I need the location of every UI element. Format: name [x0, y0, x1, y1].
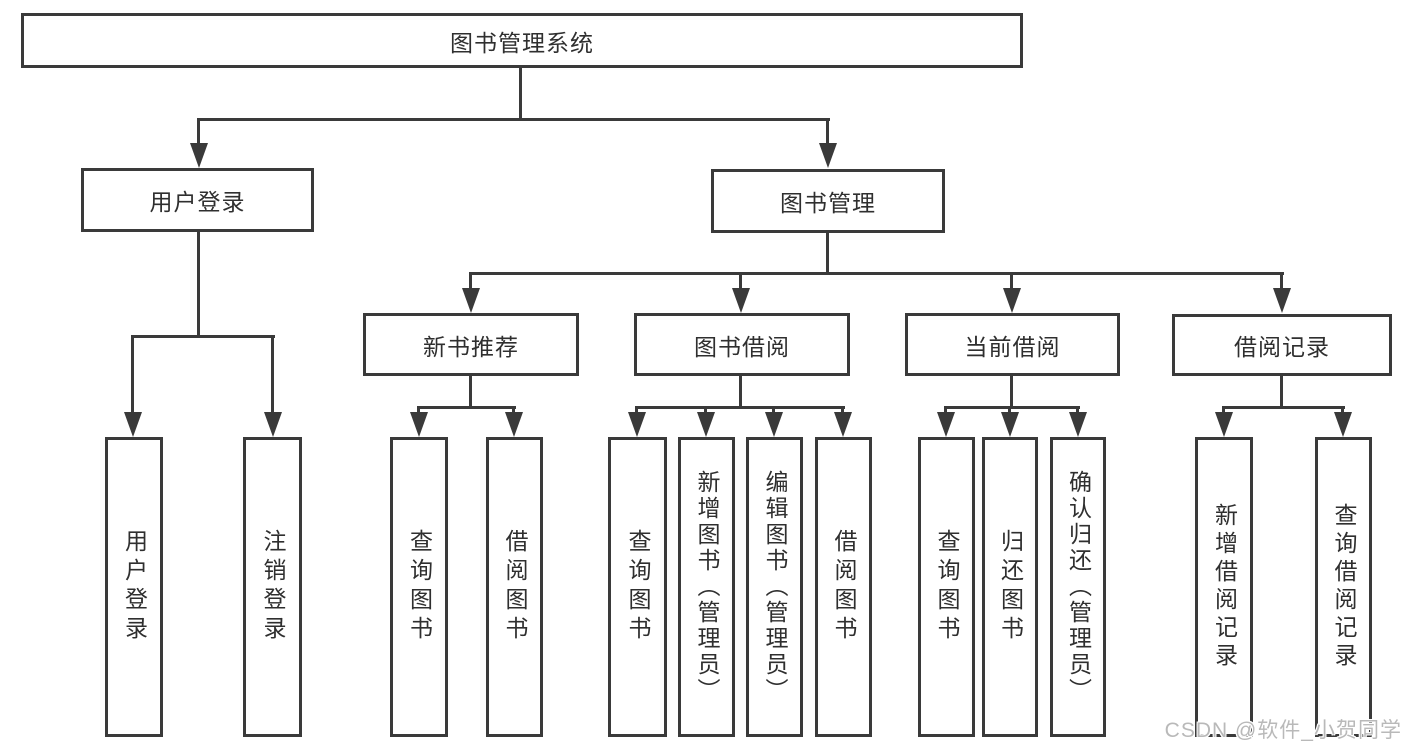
connector-line: [826, 233, 829, 275]
connector-line: [1010, 376, 1013, 409]
arrow-down-icon: [1003, 288, 1021, 313]
connector-line: [704, 406, 707, 416]
arrow-down-icon: [124, 412, 142, 437]
connector-line: [944, 406, 947, 416]
arrow-down-icon: [1069, 412, 1087, 437]
arrow-down-icon: [264, 412, 282, 437]
arrow-down-icon: [937, 412, 955, 437]
node-book-management: 图书管理: [711, 169, 945, 233]
leaf-query-book-3: 查询图书: [918, 437, 975, 737]
connector-line: [469, 272, 1284, 275]
csdn-watermark: CSDN @软件_小贺同学: [1164, 719, 1402, 742]
arrow-down-icon: [819, 143, 837, 168]
leaf-query-borrow-record: 查询借阅记录: [1315, 437, 1372, 737]
node-root: 图书管理系统: [21, 13, 1023, 68]
connector-line: [197, 118, 200, 148]
arrow-down-icon: [1001, 412, 1019, 437]
arrow-down-icon: [190, 143, 208, 168]
node-current-borrow: 当前借阅: [905, 313, 1120, 376]
connector-line: [1076, 406, 1079, 416]
leaf-borrow-book-2: 借阅图书: [815, 437, 872, 737]
arrow-down-icon: [1273, 288, 1291, 313]
connector-line: [512, 406, 515, 416]
node-user-login: 用户登录: [81, 168, 314, 232]
connector-line: [197, 232, 200, 338]
leaf-return-book: 归还图书: [982, 437, 1038, 737]
arrow-down-icon: [697, 412, 715, 437]
leaf-borrow-book-1: 借阅图书: [486, 437, 543, 737]
connector-line: [131, 335, 275, 338]
arrow-down-icon: [1334, 412, 1352, 437]
connector-line: [417, 406, 420, 416]
leaf-add-book-admin: 新增图书（管理员）: [678, 437, 735, 737]
connector-line: [1280, 376, 1283, 409]
connector-line: [739, 272, 742, 292]
leaf-add-borrow-record: 新增借阅记录: [1195, 437, 1253, 737]
leaf-user-login: 用户登录: [105, 437, 163, 737]
connector-line: [1222, 406, 1345, 409]
node-new-book-recommend: 新书推荐: [363, 313, 579, 376]
connector-line: [739, 376, 742, 409]
arrow-down-icon: [834, 412, 852, 437]
arrow-down-icon: [628, 412, 646, 437]
connector-line: [635, 406, 638, 416]
connector-line: [635, 406, 845, 409]
connector-line: [772, 406, 775, 416]
connector-line: [1222, 406, 1225, 416]
connector-line: [469, 376, 472, 409]
connector-line: [1280, 272, 1283, 292]
arrow-down-icon: [462, 288, 480, 313]
arrow-down-icon: [732, 288, 750, 313]
leaf-logout: 注销登录: [243, 437, 302, 737]
connector-line: [1010, 272, 1013, 292]
connector-line: [944, 406, 1080, 409]
connector-line: [519, 68, 522, 121]
connector-line: [826, 118, 829, 148]
leaf-edit-book-admin: 编辑图书（管理员）: [746, 437, 803, 737]
arrow-down-icon: [505, 412, 523, 437]
connector-line: [469, 272, 472, 292]
connector-line: [1341, 406, 1344, 416]
connector-line: [271, 335, 274, 415]
connector-line: [131, 335, 134, 415]
node-book-borrow: 图书借阅: [634, 313, 850, 376]
connector-line: [197, 118, 830, 121]
leaf-query-book-1: 查询图书: [390, 437, 448, 737]
node-borrow-record: 借阅记录: [1172, 314, 1392, 376]
connector-line: [841, 406, 844, 416]
leaf-query-book-2: 查询图书: [608, 437, 667, 737]
arrow-down-icon: [1215, 412, 1233, 437]
arrow-down-icon: [765, 412, 783, 437]
leaf-confirm-return-admin: 确认归还（管理员）: [1050, 437, 1106, 737]
connector-line: [1008, 406, 1011, 416]
connector-line: [417, 406, 516, 409]
arrow-down-icon: [410, 412, 428, 437]
